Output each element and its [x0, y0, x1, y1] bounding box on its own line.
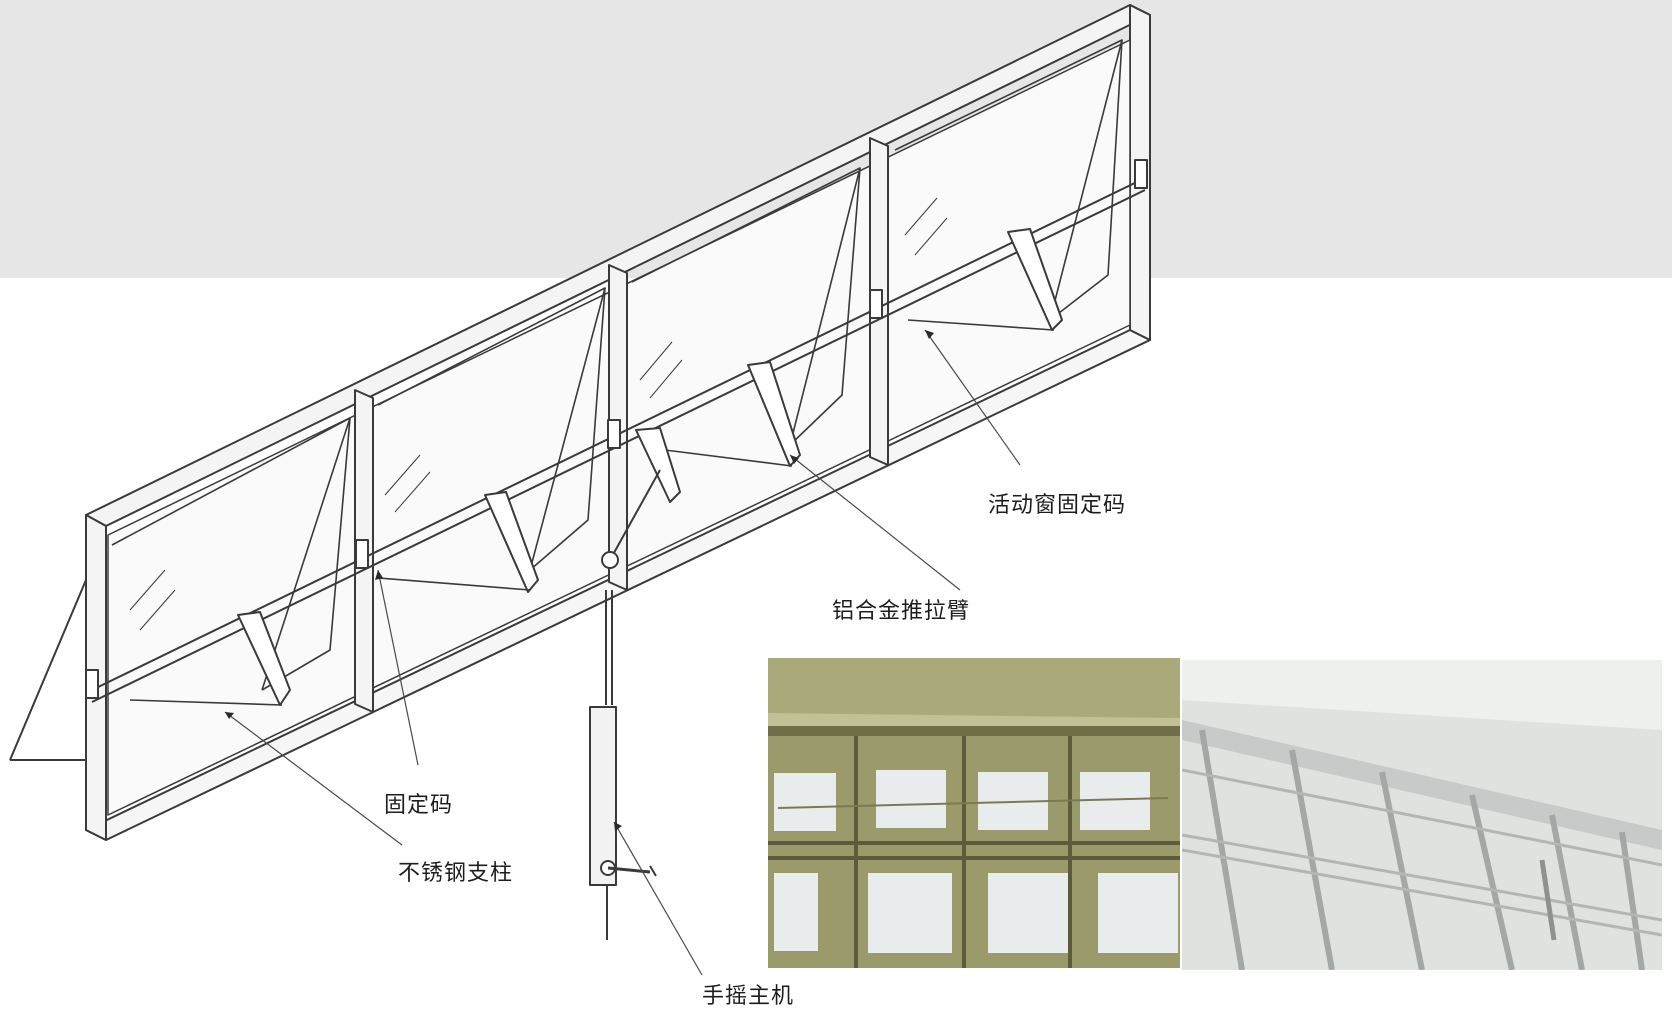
label-sash-fixing-clip: 活动窗固定码: [988, 493, 1127, 518]
center-strut: [609, 469, 661, 561]
label-stainless-steel-post: 不锈钢支柱: [398, 861, 514, 886]
push-pull-arms: [129, 228, 1063, 706]
leader-lines: [224, 329, 1021, 976]
strut-pivot: [601, 551, 619, 569]
mullions: [354, 137, 889, 713]
fixing-clips: [85, 159, 1148, 699]
left-support: [9, 579, 87, 761]
leader-arrows: [225, 330, 934, 831]
open-sashes: [111, 39, 1123, 691]
hand-crank-housing: [589, 706, 657, 886]
installation-photo-left: [768, 658, 1180, 968]
label-fixing-clip: 固定码: [384, 793, 454, 818]
installation-photo-right: [1182, 660, 1662, 970]
label-aluminum-push-pull-arm: 铝合金推拉臂: [832, 599, 971, 624]
label-hand-crank-unit: 手摇主机: [702, 984, 795, 1009]
